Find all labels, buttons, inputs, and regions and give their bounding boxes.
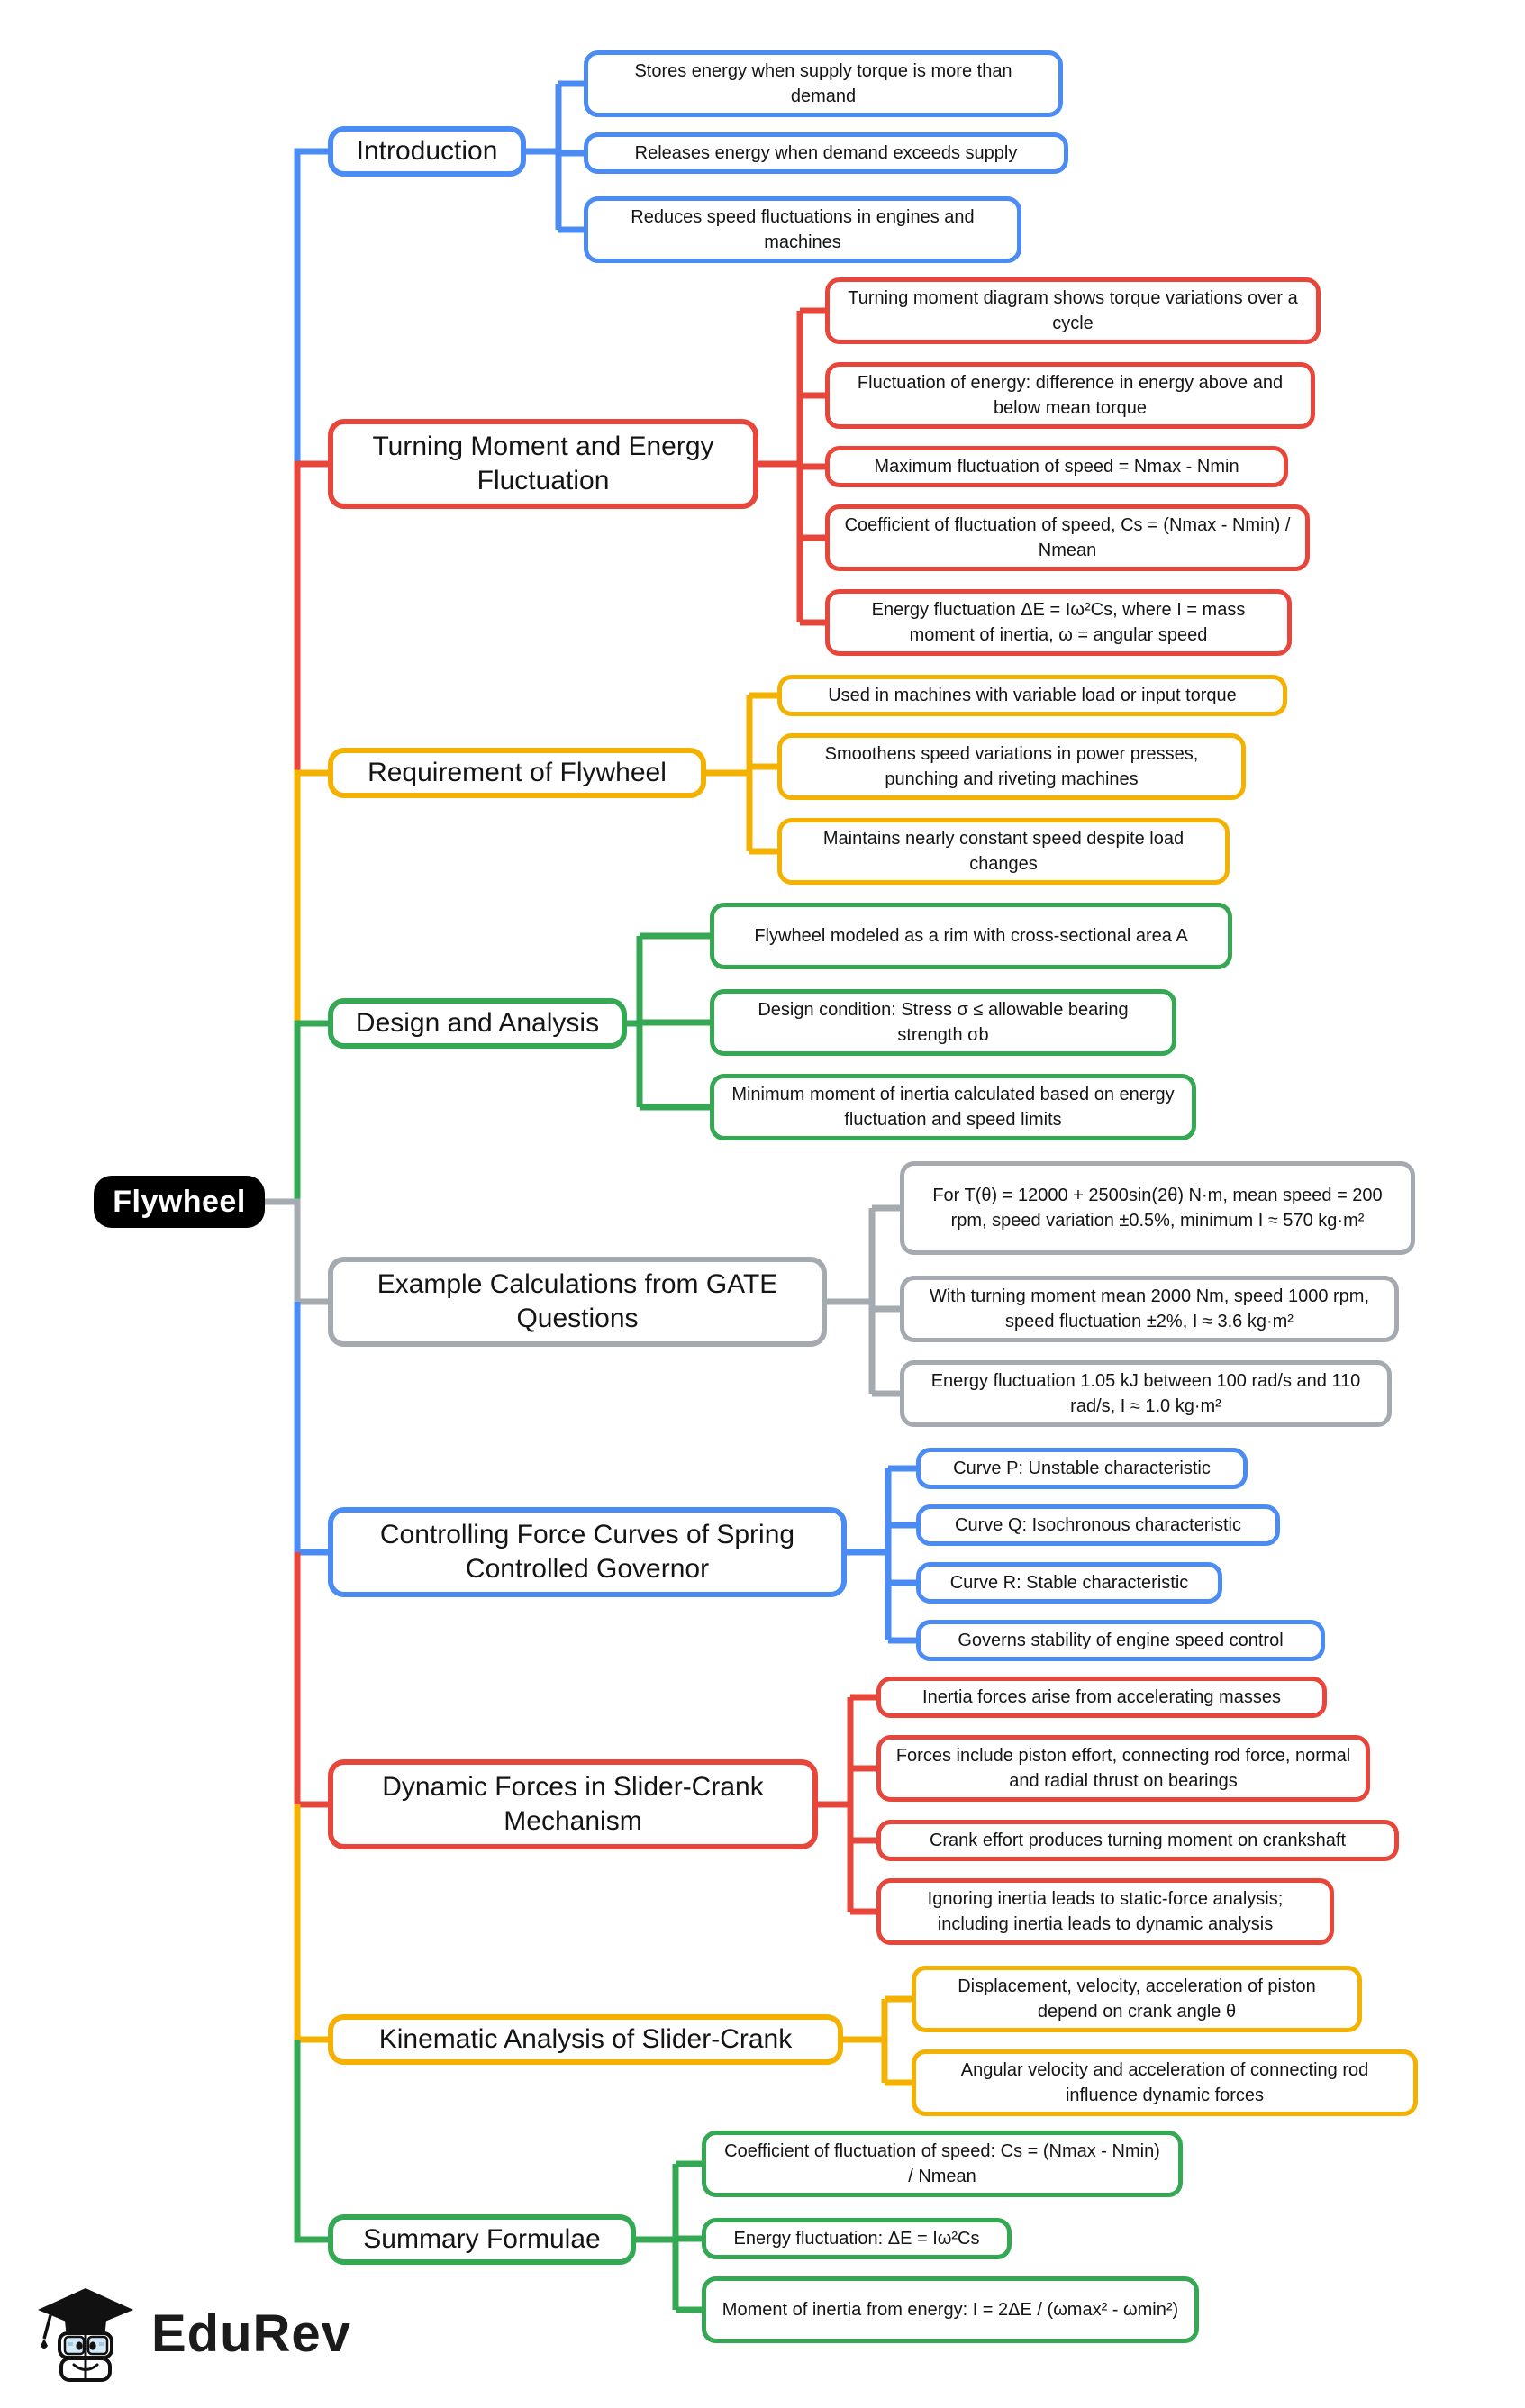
edurev-wordmark: EduRev	[151, 2304, 351, 2363]
branch-design-analysis: Design and Analysis	[328, 998, 627, 1049]
node-crank-effort: Crank effort produces turning moment on …	[876, 1820, 1399, 1861]
node-curve-r: Curve R: Stable characteristic	[916, 1562, 1222, 1604]
node-piston-kinematics: Displacement, velocity, acceleration of …	[912, 1966, 1362, 2032]
node-max-fluct-speed: Maximum fluctuation of speed = Nmax - Nm…	[825, 446, 1288, 487]
node-gate-ex1: For T(θ) = 12000 + 2500sin(2θ) N·m, mean…	[900, 1161, 1415, 1255]
node-design-cond: Design condition: Stress σ ≤ allowable b…	[710, 989, 1176, 1056]
branch-introduction: Introduction	[328, 126, 526, 177]
node-gate-ex2: With turning moment mean 2000 Nm, speed …	[900, 1276, 1399, 1342]
branch-gate-examples: Example Calculations from GATE Questions	[328, 1257, 827, 1347]
branch-dynamic-forces: Dynamic Forces in Slider-Crank Mechanism	[328, 1759, 818, 1849]
root-node-flywheel: Flywheel	[94, 1176, 265, 1228]
edurev-logo: EduRev	[32, 2283, 351, 2384]
node-curve-q: Curve Q: Isochronous characteristic	[916, 1504, 1280, 1546]
node-reduces-fluct: Reduces speed fluctuations in engines an…	[584, 196, 1021, 263]
node-forces-include: Forces include piston effort, connecting…	[876, 1735, 1370, 1802]
node-tm-diagram: Turning moment diagram shows torque vari…	[825, 277, 1321, 344]
node-cs-formula: Coefficient of fluctuation of speed: Cs …	[702, 2131, 1183, 2197]
node-gate-ex3: Energy fluctuation 1.05 kJ between 100 r…	[900, 1360, 1392, 1427]
node-stores-energy: Stores energy when supply torque is more…	[584, 50, 1063, 117]
node-coeff-fluct: Coefficient of fluctuation of speed, Cs …	[825, 504, 1310, 571]
node-de-formula: Energy fluctuation: ΔE = Iω²Cs	[702, 2218, 1012, 2259]
node-inertia-forces: Inertia forces arise from accelerating m…	[876, 1677, 1327, 1718]
node-inertia-formula: Moment of inertia from energy: I = 2ΔE /…	[702, 2276, 1199, 2343]
branch-requirement: Requirement of Flywheel	[328, 748, 706, 798]
branch-governor-curves: Controlling Force Curves of Spring Contr…	[328, 1507, 847, 1597]
node-smoothens: Smoothens speed variations in power pres…	[777, 733, 1246, 800]
node-fluct-energy: Fluctuation of energy: difference in ene…	[825, 362, 1315, 429]
branch-kinematic-analysis: Kinematic Analysis of Slider-Crank	[328, 2014, 843, 2065]
branch-turning-moment: Turning Moment and Energy Fluctuation	[328, 419, 758, 509]
node-rod-kinematics: Angular velocity and acceleration of con…	[912, 2049, 1418, 2116]
node-static-dynamic: Ignoring inertia leads to static-force a…	[876, 1878, 1334, 1945]
branch-summary-formulae: Summary Formulae	[328, 2214, 636, 2265]
edurev-mascot-icon	[38, 2288, 133, 2382]
node-energy-fluct-eq: Energy fluctuation ΔE = Iω²Cs, where I =…	[825, 589, 1292, 656]
node-rim-model: Flywheel modeled as a rim with cross-sec…	[710, 903, 1232, 969]
node-curve-p: Curve P: Unstable characteristic	[916, 1448, 1248, 1489]
node-variable-load: Used in machines with variable load or i…	[777, 675, 1287, 716]
node-min-inertia: Minimum moment of inertia calculated bas…	[710, 1074, 1196, 1140]
node-constant-speed: Maintains nearly constant speed despite …	[777, 818, 1230, 885]
node-governs-stability: Governs stability of engine speed contro…	[916, 1620, 1325, 1661]
node-releases-energy: Releases energy when demand exceeds supp…	[584, 132, 1068, 174]
